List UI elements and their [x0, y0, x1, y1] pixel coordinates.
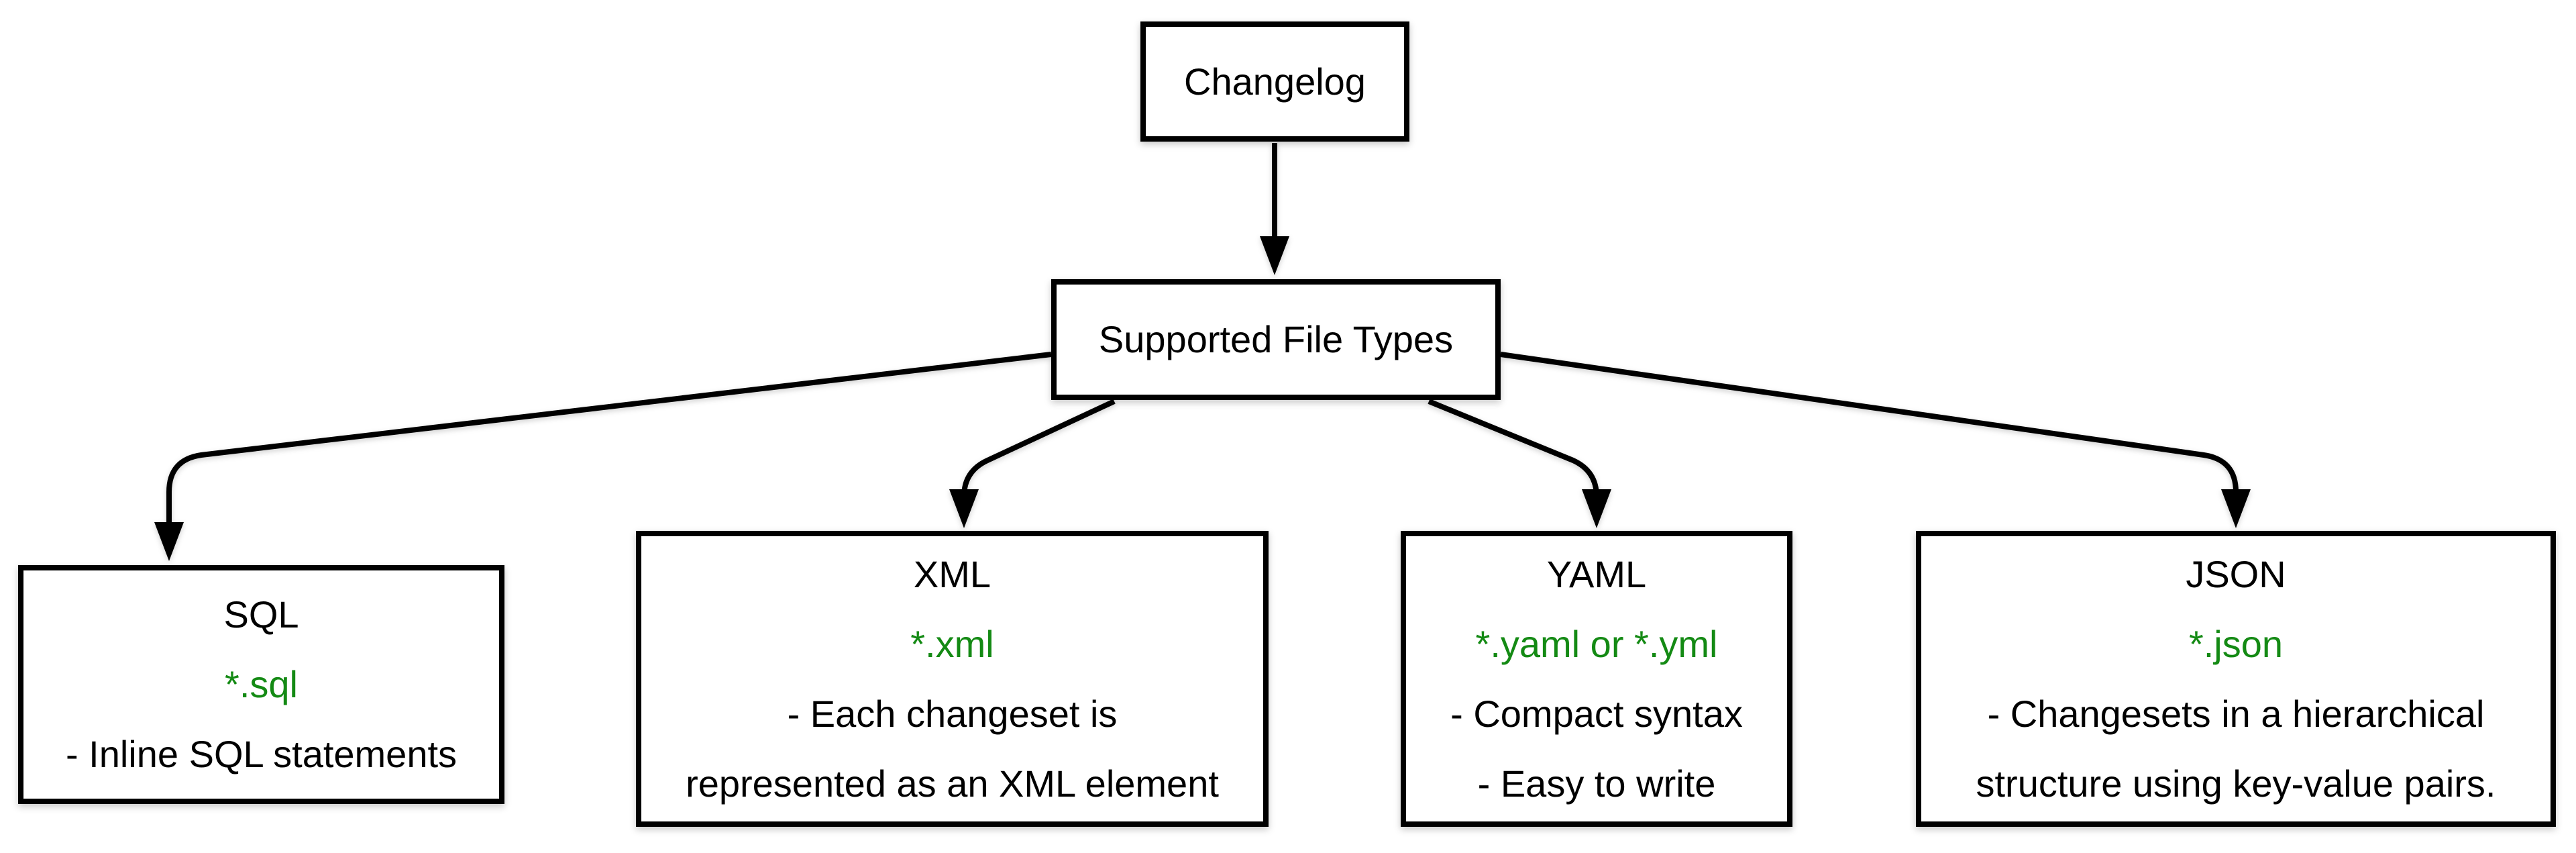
node-title: Supported File Types: [1098, 318, 1454, 360]
node-extension: *.json: [2188, 622, 2284, 665]
node-changelog: Changelog: [1140, 21, 1409, 142]
node-title: JSON: [2186, 552, 2286, 595]
node-desc-line: - Inline SQL statements: [65, 733, 458, 775]
node-title: SQL: [223, 593, 299, 636]
arrowhead-down-icon: [154, 522, 184, 561]
node-desc-line: represented as an XML element: [686, 762, 1219, 805]
node-desc-line: - Each changeset is: [787, 692, 1118, 735]
arrow-supported-to-yaml: [1428, 399, 1611, 528]
node-yaml: YAML *.yaml or *.yml - Compact syntax - …: [1401, 531, 1792, 827]
node-json: JSON *.json - Changesets in a hierarchic…: [1916, 531, 2556, 827]
node-desc-line: - Easy to write: [1477, 762, 1716, 805]
arrowhead-down-icon: [1582, 489, 1611, 528]
node-title: Changelog: [1184, 60, 1366, 103]
arrowhead-down-icon: [949, 489, 979, 528]
node-xml: XML *.xml - Each changeset is represente…: [636, 531, 1269, 827]
arrow-supported-to-sql: [154, 352, 1052, 561]
node-extension: *.yaml or *.yml: [1475, 622, 1718, 665]
node-supported-file-types: Supported File Types: [1051, 279, 1501, 400]
node-desc-line: - Compact syntax: [1450, 692, 1743, 735]
node-title: YAML: [1546, 552, 1647, 595]
node-extension: *.xml: [910, 622, 994, 665]
node-desc-line: structure using key-value pairs.: [1976, 762, 2496, 805]
node-title: XML: [913, 552, 991, 595]
node-sql: SQL *.sql - Inline SQL statements: [18, 565, 504, 804]
arrow-supported-to-xml: [949, 399, 1116, 528]
node-desc-line: - Changesets in a hierarchical: [1987, 692, 2485, 735]
arrowhead-down-icon: [2221, 489, 2251, 528]
node-extension: *.sql: [225, 663, 298, 705]
arrowhead-down-icon: [1260, 236, 1289, 275]
arrow-supported-to-json: [1500, 352, 2251, 528]
arrow-changelog-to-supported: [1260, 143, 1289, 275]
